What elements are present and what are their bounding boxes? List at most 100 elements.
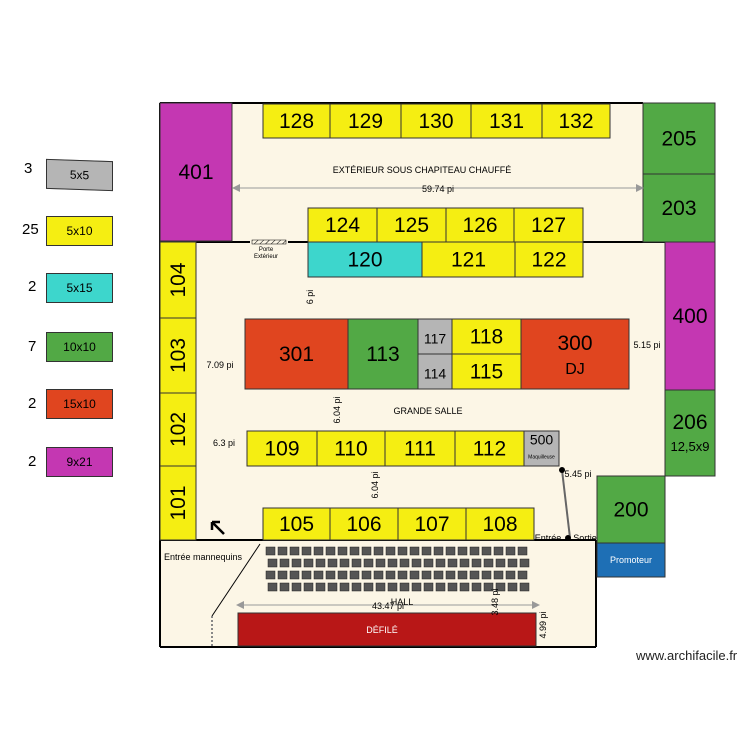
booth-rect	[523, 430, 560, 467]
booth-number: 104	[167, 262, 190, 297]
seat	[445, 546, 456, 556]
seating-area	[265, 546, 530, 592]
seat	[325, 570, 336, 580]
booth-number: 129	[348, 110, 383, 133]
booth-rect	[400, 103, 472, 139]
seat	[493, 546, 504, 556]
seat	[423, 558, 434, 568]
seat	[351, 582, 362, 592]
booth-103: 103	[159, 317, 197, 394]
seat	[447, 582, 458, 592]
seat	[471, 558, 482, 568]
seat	[385, 570, 396, 580]
seat	[433, 546, 444, 556]
entree-mannequins-label: Entrée mannequins	[164, 552, 243, 562]
booth-rect	[596, 475, 666, 544]
booth-111: 111	[384, 430, 456, 467]
seat	[435, 558, 446, 568]
dim-6pi: 6 pi	[305, 290, 315, 305]
seat	[337, 570, 348, 580]
booth-115: 115	[451, 353, 522, 390]
booth-rect	[541, 103, 611, 139]
booth-rect	[514, 241, 584, 278]
seat	[339, 582, 350, 592]
booth-102: 102	[159, 392, 197, 467]
seat	[409, 570, 420, 580]
seat	[483, 558, 494, 568]
booth-rect	[451, 318, 522, 355]
booth-rect	[159, 317, 197, 394]
booth-number: 301	[279, 343, 314, 366]
grande-salle-title: GRANDE SALLE	[393, 406, 462, 416]
seat	[373, 546, 384, 556]
booth-132: 132	[541, 103, 611, 139]
booth-rect	[384, 430, 456, 467]
booth-number: 131	[489, 110, 524, 133]
seat	[445, 570, 456, 580]
seat	[351, 558, 362, 568]
seat	[495, 582, 506, 592]
booth-sub-label: Maquilleuse	[528, 455, 555, 461]
seat	[387, 558, 398, 568]
booth-rect	[465, 507, 535, 541]
seat	[505, 570, 516, 580]
defile-runway	[237, 612, 537, 647]
booth-number: 109	[264, 438, 299, 461]
seat	[507, 558, 518, 568]
booth-301: 301	[244, 318, 349, 390]
booth-106: 106	[329, 507, 399, 541]
booth-number: 105	[279, 513, 314, 536]
booth-rect	[397, 507, 467, 541]
booth-400: 400	[664, 241, 716, 391]
porte-exterieur-door	[251, 239, 287, 245]
seat	[423, 582, 434, 592]
booth-rect	[376, 207, 447, 243]
seat	[469, 546, 480, 556]
booth-number: 103	[167, 338, 190, 373]
seat	[361, 546, 372, 556]
promoteur-area	[596, 542, 666, 578]
dim-6-3: 6.3 pi	[213, 438, 235, 448]
booth-number: 132	[558, 110, 593, 133]
booth-118: 118	[451, 318, 522, 355]
booth-126: 126	[445, 207, 515, 243]
entree-label: Entrée	[535, 533, 562, 543]
booth-114: 114	[417, 353, 453, 390]
exterior-title: EXTÉRIEUR SOUS CHAPITEAU CHAUFFÉ	[333, 165, 512, 175]
booth-120: 120	[307, 241, 423, 278]
booth-number: 205	[661, 128, 696, 151]
booth-number: 125	[394, 214, 429, 237]
seat	[433, 570, 444, 580]
seat	[399, 582, 410, 592]
seat	[411, 582, 422, 592]
booth-401: 401	[159, 102, 233, 242]
booth-101: 101	[159, 465, 197, 541]
booth-131: 131	[470, 103, 543, 139]
booth-205: 205	[642, 102, 716, 175]
seat	[279, 558, 290, 568]
seat	[291, 582, 302, 592]
seat	[325, 546, 336, 556]
dim-7-09: 7.09 pi	[206, 360, 233, 370]
booth-number: 108	[482, 513, 517, 536]
seat	[397, 546, 408, 556]
seat	[459, 582, 470, 592]
seat	[313, 570, 324, 580]
dim-5-45: 5.45 pi	[564, 469, 591, 479]
booth-number: 113	[366, 343, 399, 366]
seat	[517, 546, 528, 556]
booth-rect	[329, 507, 399, 541]
booth-number: 110	[334, 438, 367, 461]
porte-exterieur-label-1: Porte	[259, 247, 274, 253]
entree-sortie-path	[561, 469, 571, 539]
booth-rect	[159, 465, 197, 541]
booth-number: 128	[279, 110, 314, 133]
seat	[375, 582, 386, 592]
booth-rect	[470, 103, 543, 139]
booth-number: 101	[167, 485, 190, 520]
seat	[507, 582, 518, 592]
booth-number: 401	[178, 161, 213, 184]
